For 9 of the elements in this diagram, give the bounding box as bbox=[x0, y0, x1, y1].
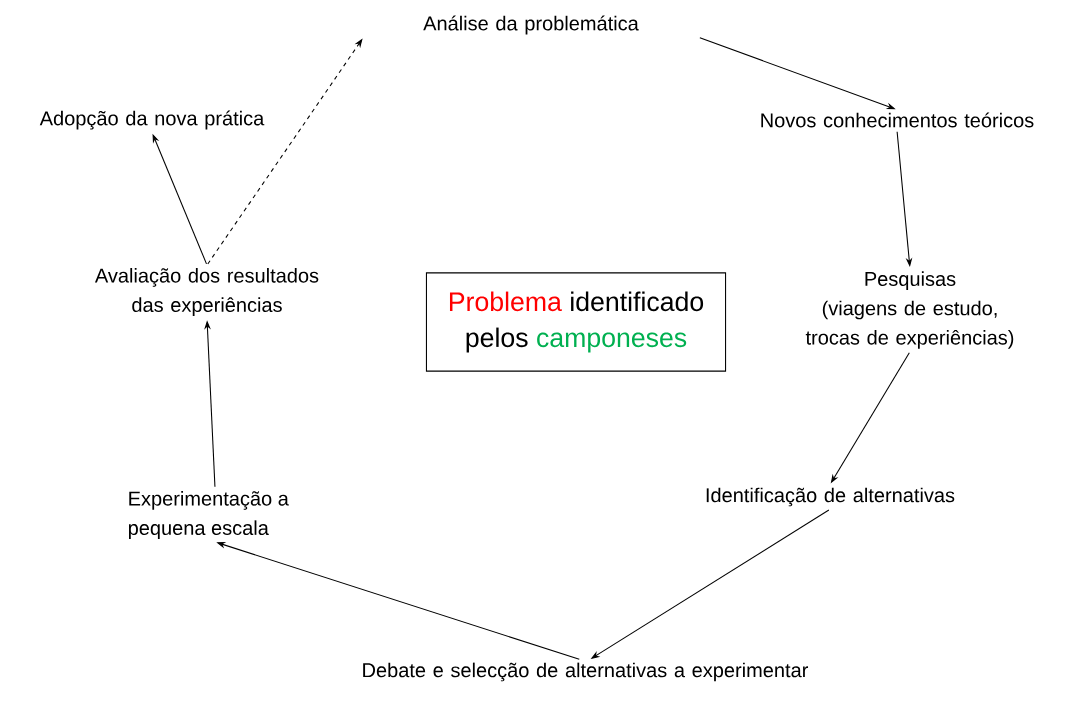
problem-box: Problema identificado pelos camponeses bbox=[425, 272, 727, 372]
step-label: Pesquisas (viagens de estudo, trocas de experiências) bbox=[805, 271, 1014, 349]
step-label: Análise da problemática bbox=[423, 15, 639, 35]
step-label: Novos conhecimentos teóricos bbox=[761, 112, 1034, 128]
step-label: Avaliação dos resultados das experiências bbox=[94, 268, 319, 316]
step-label: Debate e selecção de alternativas a experimentar bbox=[363, 662, 808, 682]
step-label: Experimentação a pequena escala bbox=[128, 491, 289, 539]
step-label: Identificação de alternativas bbox=[706, 487, 955, 507]
step-label: Adopção da nova prática bbox=[39, 110, 265, 130]
